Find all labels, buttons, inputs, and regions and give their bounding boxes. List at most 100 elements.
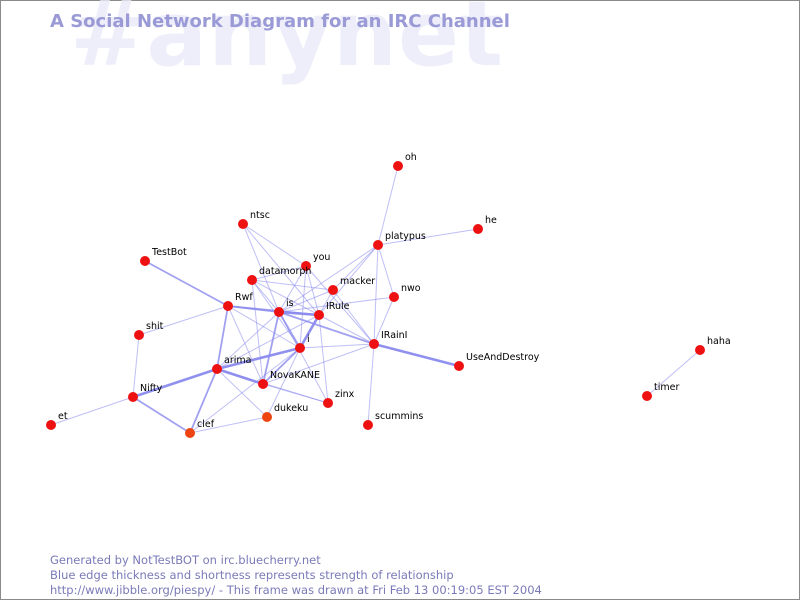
node-label-you: you <box>313 252 330 263</box>
node-macker: macker <box>328 276 375 295</box>
node-clef: clef <box>185 419 215 438</box>
edge-he-platypus <box>377 228 479 246</box>
node-label-zinx: zinx <box>335 389 355 400</box>
edge-ntsc-IRule <box>242 223 320 316</box>
node-dot-is <box>274 307 284 317</box>
node-dot-dukeku <box>262 412 272 422</box>
node-dot-UseAndDestroy <box>454 361 464 371</box>
edge-you-datamorph <box>251 265 307 281</box>
edge-i-NovaKANE <box>262 347 301 385</box>
edge-IRule-arima <box>216 314 320 370</box>
node-dot-i <box>295 343 305 353</box>
node-dot-he <box>473 224 483 234</box>
node-dot-you <box>301 261 311 271</box>
node-dot-shit <box>134 330 144 340</box>
node-dot-TestBot <box>140 256 150 266</box>
node-et: et <box>46 411 68 430</box>
node-timer: timer <box>642 382 679 401</box>
edge-datamorph-is <box>251 279 280 313</box>
node-IRule: IRule <box>314 301 350 320</box>
node-he: he <box>473 215 497 234</box>
channel-watermark: #anynet <box>70 0 505 87</box>
node-label-shit: shit <box>146 321 164 332</box>
diagram-title: A Social Network Diagram for an IRC Chan… <box>50 11 510 32</box>
node-label-et: et <box>58 411 68 422</box>
node-dot-ntsc <box>238 219 248 229</box>
footer-generated-by: Generated by NotTestBOT on irc.bluecherr… <box>50 553 321 567</box>
edge-is-NovaKANE <box>262 311 280 385</box>
node-dot-datamorph <box>247 275 257 285</box>
node-label-he: he <box>485 215 497 226</box>
edge-arima-clef <box>189 368 218 434</box>
edge-is-IRainI <box>278 311 375 345</box>
edge-IRainI-scummins <box>367 343 375 426</box>
node-datamorph: datamorph <box>247 266 311 285</box>
edge-shit-Nifty <box>132 334 140 398</box>
node-dot-oh <box>393 161 403 171</box>
node-dot-Nifty <box>128 392 138 402</box>
node-TestBot: TestBot <box>140 247 187 266</box>
node-dot-platypus <box>373 240 383 250</box>
node-platypus: platypus <box>373 231 426 250</box>
node-zinx: zinx <box>323 389 355 408</box>
footer-url-timestamp: http://www.jibble.org/piespy/ - This fra… <box>50 583 542 597</box>
footer-legend-note: Blue edge thickness and shortness repres… <box>50 568 454 582</box>
node-label-i: i <box>307 334 310 345</box>
edge-platypus-IRule <box>318 244 379 316</box>
node-NovaKANE: NovaKANE <box>258 370 320 389</box>
node-label-platypus: platypus <box>385 231 426 242</box>
node-dot-haha <box>695 345 705 355</box>
node-dot-Rwf <box>223 301 233 311</box>
node-dukeku: dukeku <box>262 403 308 422</box>
edge-TestBot-Rwf <box>144 260 229 307</box>
edge-platypus-IRainI <box>373 244 379 345</box>
edge-nwo-is <box>278 296 395 313</box>
node-scummins: scummins <box>363 411 423 430</box>
node-you: you <box>301 252 330 271</box>
node-Rwf: Rwf <box>223 292 253 311</box>
edge-Nifty-clef <box>132 396 191 434</box>
node-label-NovaKANE: NovaKANE <box>270 370 320 381</box>
node-dot-et <box>46 420 56 430</box>
node-label-TestBot: TestBot <box>151 247 187 258</box>
node-label-Nifty: Nifty <box>140 383 163 394</box>
node-label-macker: macker <box>340 276 375 287</box>
edge-i-dukeku <box>266 347 301 418</box>
node-label-arima: arima <box>224 355 251 366</box>
node-dot-timer <box>642 391 652 401</box>
footer: Generated by NotTestBOT on irc.bluecherr… <box>50 553 542 598</box>
node-label-IRainI: IRainI <box>381 330 407 341</box>
node-haha: haha <box>695 336 731 355</box>
node-label-dukeku: dukeku <box>274 403 308 414</box>
node-IRainI: IRainI <box>369 330 407 349</box>
edge-is-arima <box>216 311 280 370</box>
edge-macker-is <box>278 289 334 313</box>
node-oh: oh <box>393 152 417 171</box>
node-dot-scummins <box>363 420 373 430</box>
edge-i-clef <box>189 347 301 434</box>
edge-Nifty-et <box>50 396 134 426</box>
edge-you-is <box>278 265 307 313</box>
edge-platypus-macker <box>332 244 379 291</box>
edge-nwo-IRainI <box>373 296 395 345</box>
node-dot-nwo <box>389 292 399 302</box>
edge-IRule-i <box>298 314 321 349</box>
edge-IRainI-i <box>299 343 375 349</box>
node-nwo: nwo <box>389 283 421 302</box>
node-arima: arima <box>212 355 251 374</box>
node-label-scummins: scummins <box>375 411 423 422</box>
edge-macker-IRainI <box>332 289 375 345</box>
node-label-UseAndDestroy: UseAndDestroy <box>466 352 540 363</box>
edge-IRainI-NovaKANE <box>262 343 375 385</box>
edge-i-arima <box>216 346 301 371</box>
edge-oh-platypus <box>377 165 399 246</box>
node-label-datamorph: datamorph <box>259 266 311 277</box>
edge-platypus-is <box>278 244 379 313</box>
edge-Rwf-shit <box>138 305 229 336</box>
node-label-timer: timer <box>654 382 679 393</box>
node-shit: shit <box>134 321 164 340</box>
edge-ntsc-is <box>242 223 280 313</box>
node-dot-macker <box>328 285 338 295</box>
